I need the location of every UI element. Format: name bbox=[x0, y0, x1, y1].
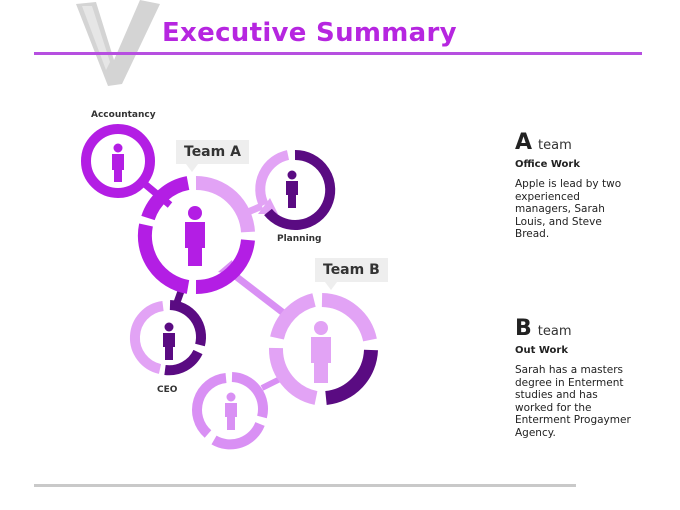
team-b-callout: Team B bbox=[315, 258, 388, 290]
team-b-node bbox=[268, 293, 378, 405]
page-title: Executive Summary bbox=[162, 18, 457, 48]
accountancy-label: Accountancy bbox=[91, 110, 156, 120]
ceo-label: CEO bbox=[157, 385, 178, 395]
team-a-letter: A bbox=[515, 130, 533, 155]
planning-label: Planning bbox=[277, 234, 322, 244]
footer-divider bbox=[34, 484, 576, 487]
team-a-callout: Team A bbox=[176, 140, 249, 172]
team-b-letter: B bbox=[515, 316, 532, 341]
planning-node bbox=[255, 149, 336, 230]
team-a-body: Apple is lead by two experienced manager… bbox=[515, 178, 622, 240]
arrow-to-planning bbox=[258, 198, 278, 214]
team-b-body: Sarah has a masters degree in Enterment … bbox=[515, 364, 631, 439]
team-a-subtitle: Office Work bbox=[515, 159, 580, 170]
team-a-description: A team Office Work Apple is lead by two … bbox=[515, 130, 635, 241]
team-b-description: B team Out Work Sarah has a masters degr… bbox=[515, 316, 635, 439]
accountancy-node bbox=[81, 124, 155, 198]
ceo-node bbox=[129, 300, 207, 376]
title-underline bbox=[34, 52, 642, 55]
team-b-subtitle: Out Work bbox=[515, 345, 569, 356]
team-a-node bbox=[137, 175, 255, 295]
team-a-word: team bbox=[538, 138, 572, 153]
team-b-word: team bbox=[537, 324, 572, 339]
small-member-node bbox=[192, 372, 269, 450]
